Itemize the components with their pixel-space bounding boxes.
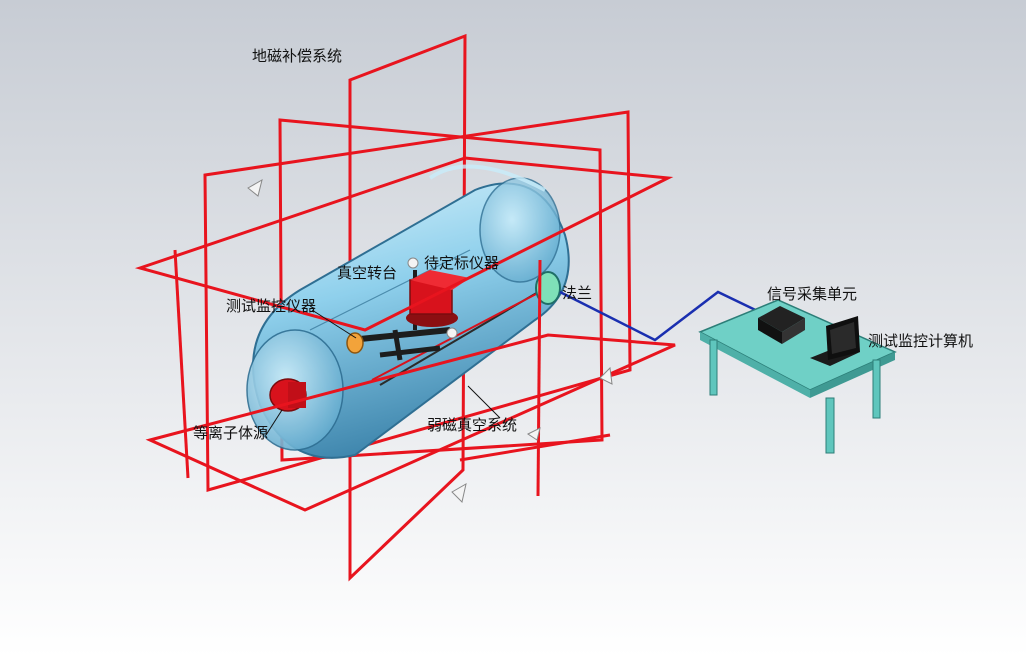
label-geomagnetic-compensation: 地磁补偿系统 [252, 47, 343, 65]
monitor-table [698, 299, 897, 454]
coil-fittings [247, 178, 613, 503]
chamber-top-rim [428, 164, 546, 192]
signal-cable [559, 290, 769, 342]
label-test-monitor-computer: 测试监控计算机 [868, 332, 974, 350]
label-test-monitor-instrument: 测试监控仪器 [226, 297, 317, 315]
test-monitor-instrument [346, 332, 364, 354]
test-monitor-computer [810, 316, 860, 366]
label-instrument-to-calibrate: 待定标仪器 [424, 254, 500, 272]
signal-acquisition-unit [758, 306, 805, 344]
helmholtz-coils-front [134, 156, 676, 512]
label-weak-magnetic-vacuum-system: 弱磁真空系统 [427, 416, 518, 434]
leader-lines [265, 309, 501, 436]
flange [535, 271, 561, 305]
label-plasma-source: 等离子体源 [193, 424, 269, 442]
label-vacuum-turntable: 真空转台 [337, 264, 398, 282]
chamber-inner-line [309, 249, 471, 331]
label-flange: 法兰 [562, 284, 593, 302]
label-signal-acquisition-unit: 信号采集单元 [767, 285, 858, 303]
